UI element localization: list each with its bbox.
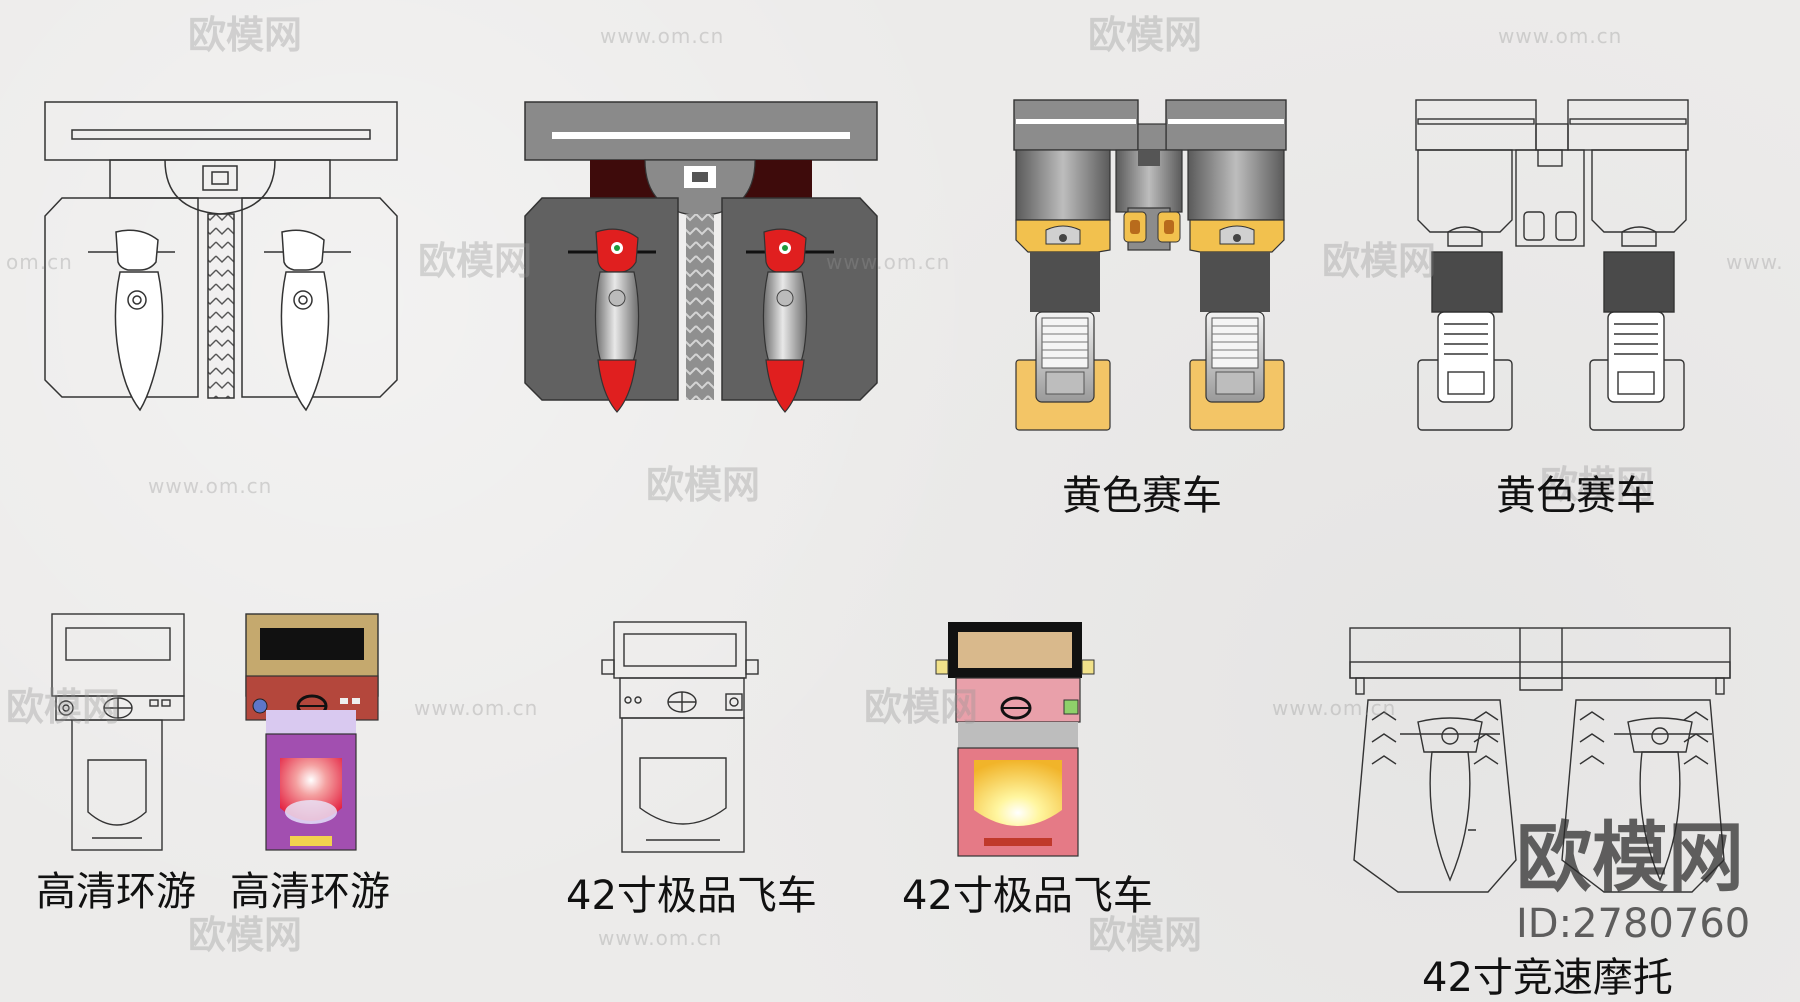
watermark-brand: 欧模网 xyxy=(188,913,303,957)
label-hd-tour-color: 高清环游 xyxy=(230,869,390,915)
label-yellow-racer-color: 黄色赛车 xyxy=(1062,473,1222,519)
brand-name: 欧模网 xyxy=(1516,813,1744,902)
label-flying-car-line: 42寸极品飞车 xyxy=(566,873,817,919)
motorbike-left xyxy=(88,229,175,412)
watermark-brand: 欧模网 xyxy=(188,13,303,57)
racing-moto-cabinet-line xyxy=(1349,627,1731,893)
flying-car-cabinet-color xyxy=(935,622,1095,857)
watermark-url: www.om.cn xyxy=(1498,24,1623,48)
brand-id: ID:2780760 xyxy=(1516,901,1751,947)
motorbike-cabinet-line xyxy=(44,101,398,412)
label-hd-tour-line: 高清环游 xyxy=(36,869,196,915)
steering-wheel-icon xyxy=(1000,696,1032,720)
platform-right xyxy=(241,197,398,398)
watermark-url: www. xyxy=(1726,250,1784,274)
watermark-brand: 欧模网 xyxy=(646,463,761,507)
flying-car-cabinet-line xyxy=(601,621,759,853)
yellow-racer-cabinet-color xyxy=(1013,99,1287,431)
watermark-brand: 欧模网 xyxy=(1540,463,1655,507)
watermark-url: www.om.cn xyxy=(148,474,273,498)
label-yellow-racer-line: 黄色赛车 xyxy=(1496,473,1656,519)
watermark-url: www.om.cn xyxy=(600,24,725,48)
motorbike-right xyxy=(264,229,351,412)
screen-slot xyxy=(71,129,371,140)
watermark-brand: 欧模网 xyxy=(864,685,979,729)
label-flying-car-color: 42寸极品飞车 xyxy=(902,873,1153,919)
steering-wheel-icon xyxy=(667,691,697,713)
motorbike-left xyxy=(568,228,656,413)
hd-tour-cabinet-color xyxy=(245,613,379,851)
watermark-brand: 欧模网 xyxy=(6,685,121,729)
screen-housing xyxy=(51,613,185,697)
yellow-racer-cabinet-line xyxy=(1415,99,1689,431)
watermark-brand: 欧模网 xyxy=(1322,239,1437,283)
watermark-url: www.om.cn xyxy=(1272,696,1397,720)
seat-right xyxy=(1205,311,1265,403)
motorbike-cabinet-color xyxy=(524,101,878,413)
screen-bar xyxy=(44,101,398,161)
platform-left xyxy=(44,197,199,398)
watermark-url: www.om.cn xyxy=(598,926,723,950)
seat-left xyxy=(1035,311,1095,403)
motorbike-right xyxy=(746,228,834,413)
watermark-brand: 欧模网 xyxy=(1088,13,1203,57)
watermark-url: www.om.cn xyxy=(826,250,951,274)
watermark-url: om.cn xyxy=(6,250,73,274)
screen-bar-left xyxy=(1013,99,1139,151)
screen-bar xyxy=(524,101,878,161)
watermark-brand: 欧模网 xyxy=(418,239,533,283)
watermark-brand: 欧模网 xyxy=(1088,913,1203,957)
screen-bar-right xyxy=(1165,99,1287,151)
hd-tour-cabinet-line xyxy=(51,613,185,851)
label-racing-moto: 42寸竞速摩托 xyxy=(1422,955,1673,1001)
steering-wheel-icon xyxy=(103,697,133,719)
watermark-url: www.om.cn xyxy=(414,696,539,720)
